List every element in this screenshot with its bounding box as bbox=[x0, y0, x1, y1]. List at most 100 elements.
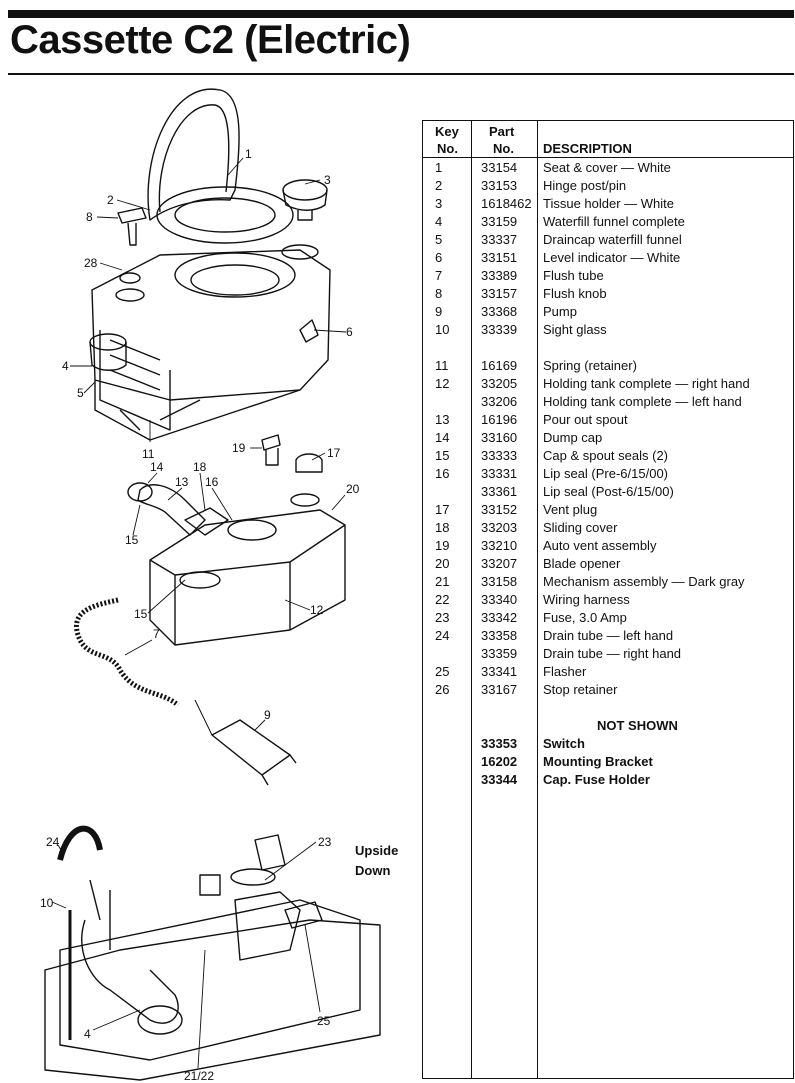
row-key: 11 bbox=[435, 358, 449, 373]
row-description: Draincap waterfill funnel bbox=[543, 232, 682, 247]
row-description: Waterfill funnel complete bbox=[543, 214, 685, 229]
row-key: 26 bbox=[435, 682, 450, 697]
callout-13: 13 bbox=[175, 475, 189, 489]
row-key: 15 bbox=[435, 448, 450, 463]
row-description: Lip seal (Post-6/15/00) bbox=[543, 484, 674, 499]
row-description: Spring (retainer) bbox=[543, 358, 637, 373]
row-description: Pump bbox=[543, 304, 577, 319]
row-description: Holding tank complete — right hand bbox=[543, 376, 750, 391]
callout-10: 10 bbox=[40, 896, 54, 910]
callout-25: 25 bbox=[317, 1014, 331, 1028]
callout-18: 18 bbox=[193, 460, 207, 474]
row-key: 8 bbox=[435, 286, 443, 301]
callout-23: 23 bbox=[318, 835, 332, 849]
row-part-number: 33167 bbox=[481, 682, 518, 697]
row-part-number: 16196 bbox=[481, 412, 518, 427]
row-part-number: 33154 bbox=[481, 160, 518, 175]
callout-4: 4 bbox=[62, 359, 69, 373]
not-shown-part-number: 33344 bbox=[481, 772, 518, 787]
row-key: 7 bbox=[435, 268, 443, 283]
upside-down-label-line2: Down bbox=[355, 863, 390, 878]
row-part-number: 1618462 bbox=[481, 196, 532, 211]
row-key: 1 bbox=[435, 160, 443, 175]
seat-cover-drawing bbox=[147, 88, 240, 221]
callout-16: 16 bbox=[205, 475, 219, 489]
row-description: Cap & spout seals (2) bbox=[543, 448, 669, 463]
row-part-number: 33333 bbox=[481, 448, 518, 463]
pump-drawing bbox=[211, 719, 291, 776]
row-description: Hinge post/pin bbox=[543, 178, 627, 193]
row-part-number: 33389 bbox=[481, 268, 518, 283]
row-part-number: 33341 bbox=[481, 664, 518, 679]
callout-21-22: 21/22 bbox=[184, 1069, 214, 1083]
upside-down-label-line1: Upside bbox=[355, 843, 398, 858]
row-part-number: 33342 bbox=[481, 610, 518, 625]
dump-cap-drawing bbox=[127, 482, 153, 502]
row-description: Wiring harness bbox=[543, 592, 630, 607]
row-description: Level indicator — White bbox=[543, 250, 681, 265]
row-key: 4 bbox=[435, 214, 443, 229]
tissue-holder-drawing bbox=[282, 179, 328, 201]
holding-tank-drawing bbox=[149, 509, 346, 646]
callout-11: 11 bbox=[142, 447, 155, 461]
flush-tube-drawing bbox=[74, 597, 180, 708]
flush-knob-drawing bbox=[117, 207, 147, 246]
row-key: 20 bbox=[435, 556, 450, 571]
row-key: 19 bbox=[435, 538, 450, 553]
callout-15a: 15 bbox=[125, 533, 139, 547]
row-key: 25 bbox=[435, 664, 450, 679]
header-key-line1: Key bbox=[435, 124, 459, 139]
header-part-line2: No. bbox=[493, 141, 514, 156]
row-part-number: 33339 bbox=[481, 322, 518, 337]
row-key: 21 bbox=[435, 574, 450, 589]
row-description: Lip seal (Pre-6/15/00) bbox=[543, 466, 669, 481]
row-description: Dump cap bbox=[543, 430, 603, 445]
callout-2: 2 bbox=[107, 193, 114, 207]
row-description: Flasher bbox=[543, 664, 587, 679]
row-part-number: 33203 bbox=[481, 520, 518, 535]
row-description: Flush tube bbox=[543, 268, 604, 283]
callout-17: 17 bbox=[327, 446, 341, 460]
part-column-divider bbox=[537, 121, 538, 1078]
callout-12: 12 bbox=[310, 603, 324, 617]
row-key: 13 bbox=[435, 412, 450, 427]
row-part-number: 33207 bbox=[481, 556, 518, 571]
vent-plug-drawing bbox=[295, 453, 323, 473]
row-key: 9 bbox=[435, 304, 443, 319]
row-key: 24 bbox=[435, 628, 450, 643]
row-part-number: 33151 bbox=[481, 250, 518, 265]
row-key: 16 bbox=[435, 466, 450, 481]
row-part-number: 33361 bbox=[481, 484, 518, 499]
row-description: Seat & cover — White bbox=[543, 160, 671, 175]
callout-7: 7 bbox=[153, 627, 160, 641]
not-shown-description: Cap. Fuse Holder bbox=[543, 772, 650, 787]
row-part-number: 33337 bbox=[481, 232, 518, 247]
title-bottom-rule bbox=[8, 73, 794, 75]
callout-9: 9 bbox=[264, 708, 271, 722]
row-description: Tissue holder — White bbox=[543, 196, 675, 211]
flasher-drawing bbox=[284, 901, 323, 929]
callout-1: 1 bbox=[245, 147, 252, 161]
row-description: Drain tube — left hand bbox=[543, 628, 674, 643]
row-key: 17 bbox=[435, 502, 450, 517]
header-description: DESCRIPTION bbox=[543, 141, 632, 156]
not-shown-heading: NOT SHOWN bbox=[597, 718, 678, 733]
auto-vent-drawing bbox=[261, 434, 281, 466]
row-part-number: 33210 bbox=[481, 538, 518, 553]
row-description: Sliding cover bbox=[543, 520, 618, 535]
title-top-rule bbox=[8, 10, 794, 18]
row-description: Flush knob bbox=[543, 286, 607, 301]
row-description: Blade opener bbox=[543, 556, 621, 571]
row-key: 5 bbox=[435, 232, 443, 247]
row-description: Holding tank complete — left hand bbox=[543, 394, 742, 409]
not-shown-description: Mounting Bracket bbox=[543, 754, 653, 769]
row-part-number: 33158 bbox=[481, 574, 518, 589]
row-description: Sight glass bbox=[543, 322, 607, 337]
row-key: 18 bbox=[435, 520, 450, 535]
header-part-line1: Part bbox=[489, 124, 515, 139]
page-title: Cassette C2 (Electric) bbox=[10, 18, 411, 62]
row-key: 14 bbox=[435, 430, 450, 445]
pour-spout-drawing bbox=[137, 484, 206, 536]
row-part-number: 33159 bbox=[481, 214, 518, 229]
callout-4-base: 4 bbox=[84, 1027, 91, 1041]
